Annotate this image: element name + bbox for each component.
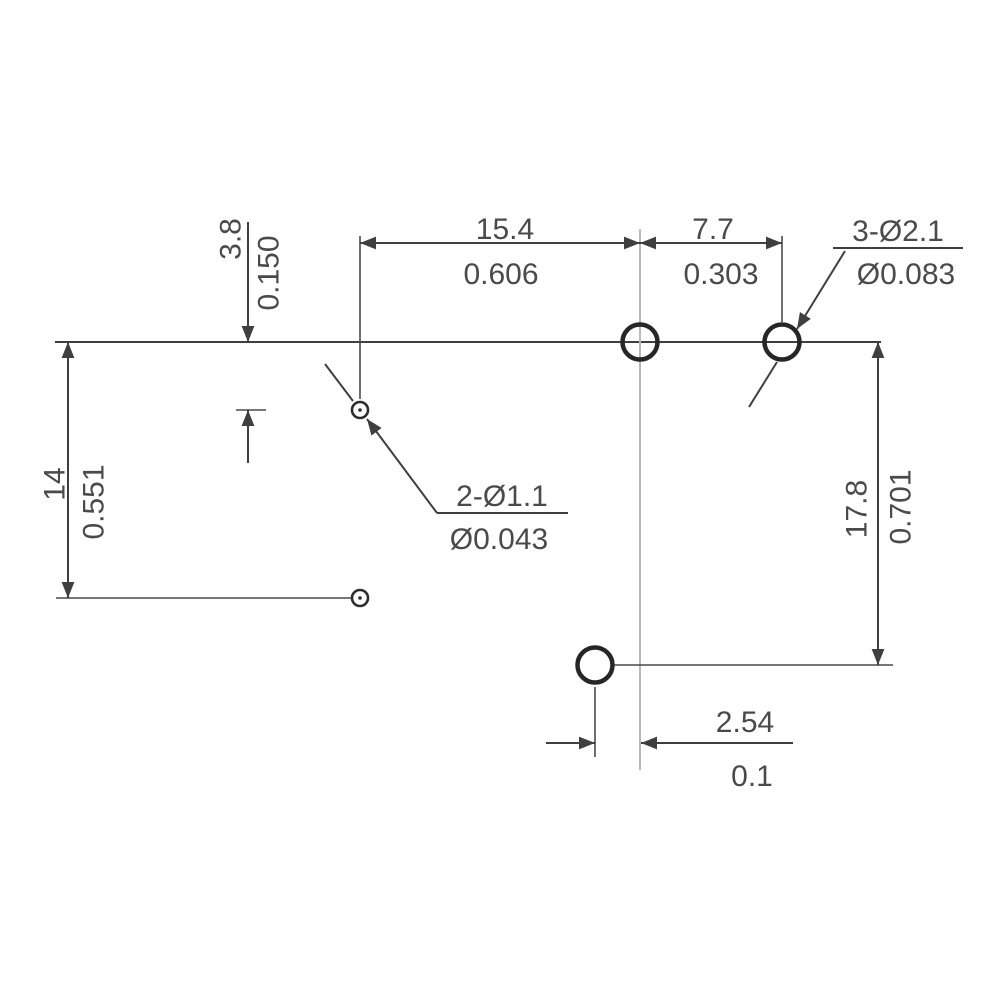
hole-small-lower-centermark [358,596,362,600]
leader-overshoot-small-holes [324,363,354,402]
dim-text-17-8-mm: 17.8 [841,480,874,538]
dim-text-2-54-mm: 2.54 [716,706,774,739]
callout-text-small-holes: 2-Ø1.1 [456,480,548,513]
dim-text-7-7-inch: 0.303 [683,258,758,291]
callout-text-large-holes-inch: Ø0.083 [857,258,955,291]
leader-arrow-small-holes [366,418,438,514]
hole-small-upper [350,400,370,420]
callout-text-small-holes-inch: Ø0.043 [450,523,548,556]
dim-text-7-7-mm: 7.7 [692,213,734,246]
dim-text-14-mm: 14 [39,467,72,500]
callout-text-large-holes: 3-Ø2.1 [852,215,944,248]
dim-text-2-54-inch: 0.1 [731,760,773,793]
dim-text-3-8-mm: 3.8 [215,218,248,260]
hole-small-upper-centermark [358,408,362,412]
leader-overshoot-large-holes [748,361,778,408]
dim-text-3-8-inch: 0.150 [253,235,286,310]
dim-text-15-4-inch: 0.606 [463,258,538,291]
leader-arrow-large-holes [796,250,846,330]
dim-text-14-inch: 0.551 [78,464,111,539]
hole-large-bottom [575,645,615,685]
dim-text-17-8-inch: 0.701 [885,469,918,544]
hole-large-center [620,322,660,362]
hole-small-lower [350,588,370,608]
dim-text-15-4-mm: 15.4 [476,213,534,246]
hole-large-right [762,322,802,362]
